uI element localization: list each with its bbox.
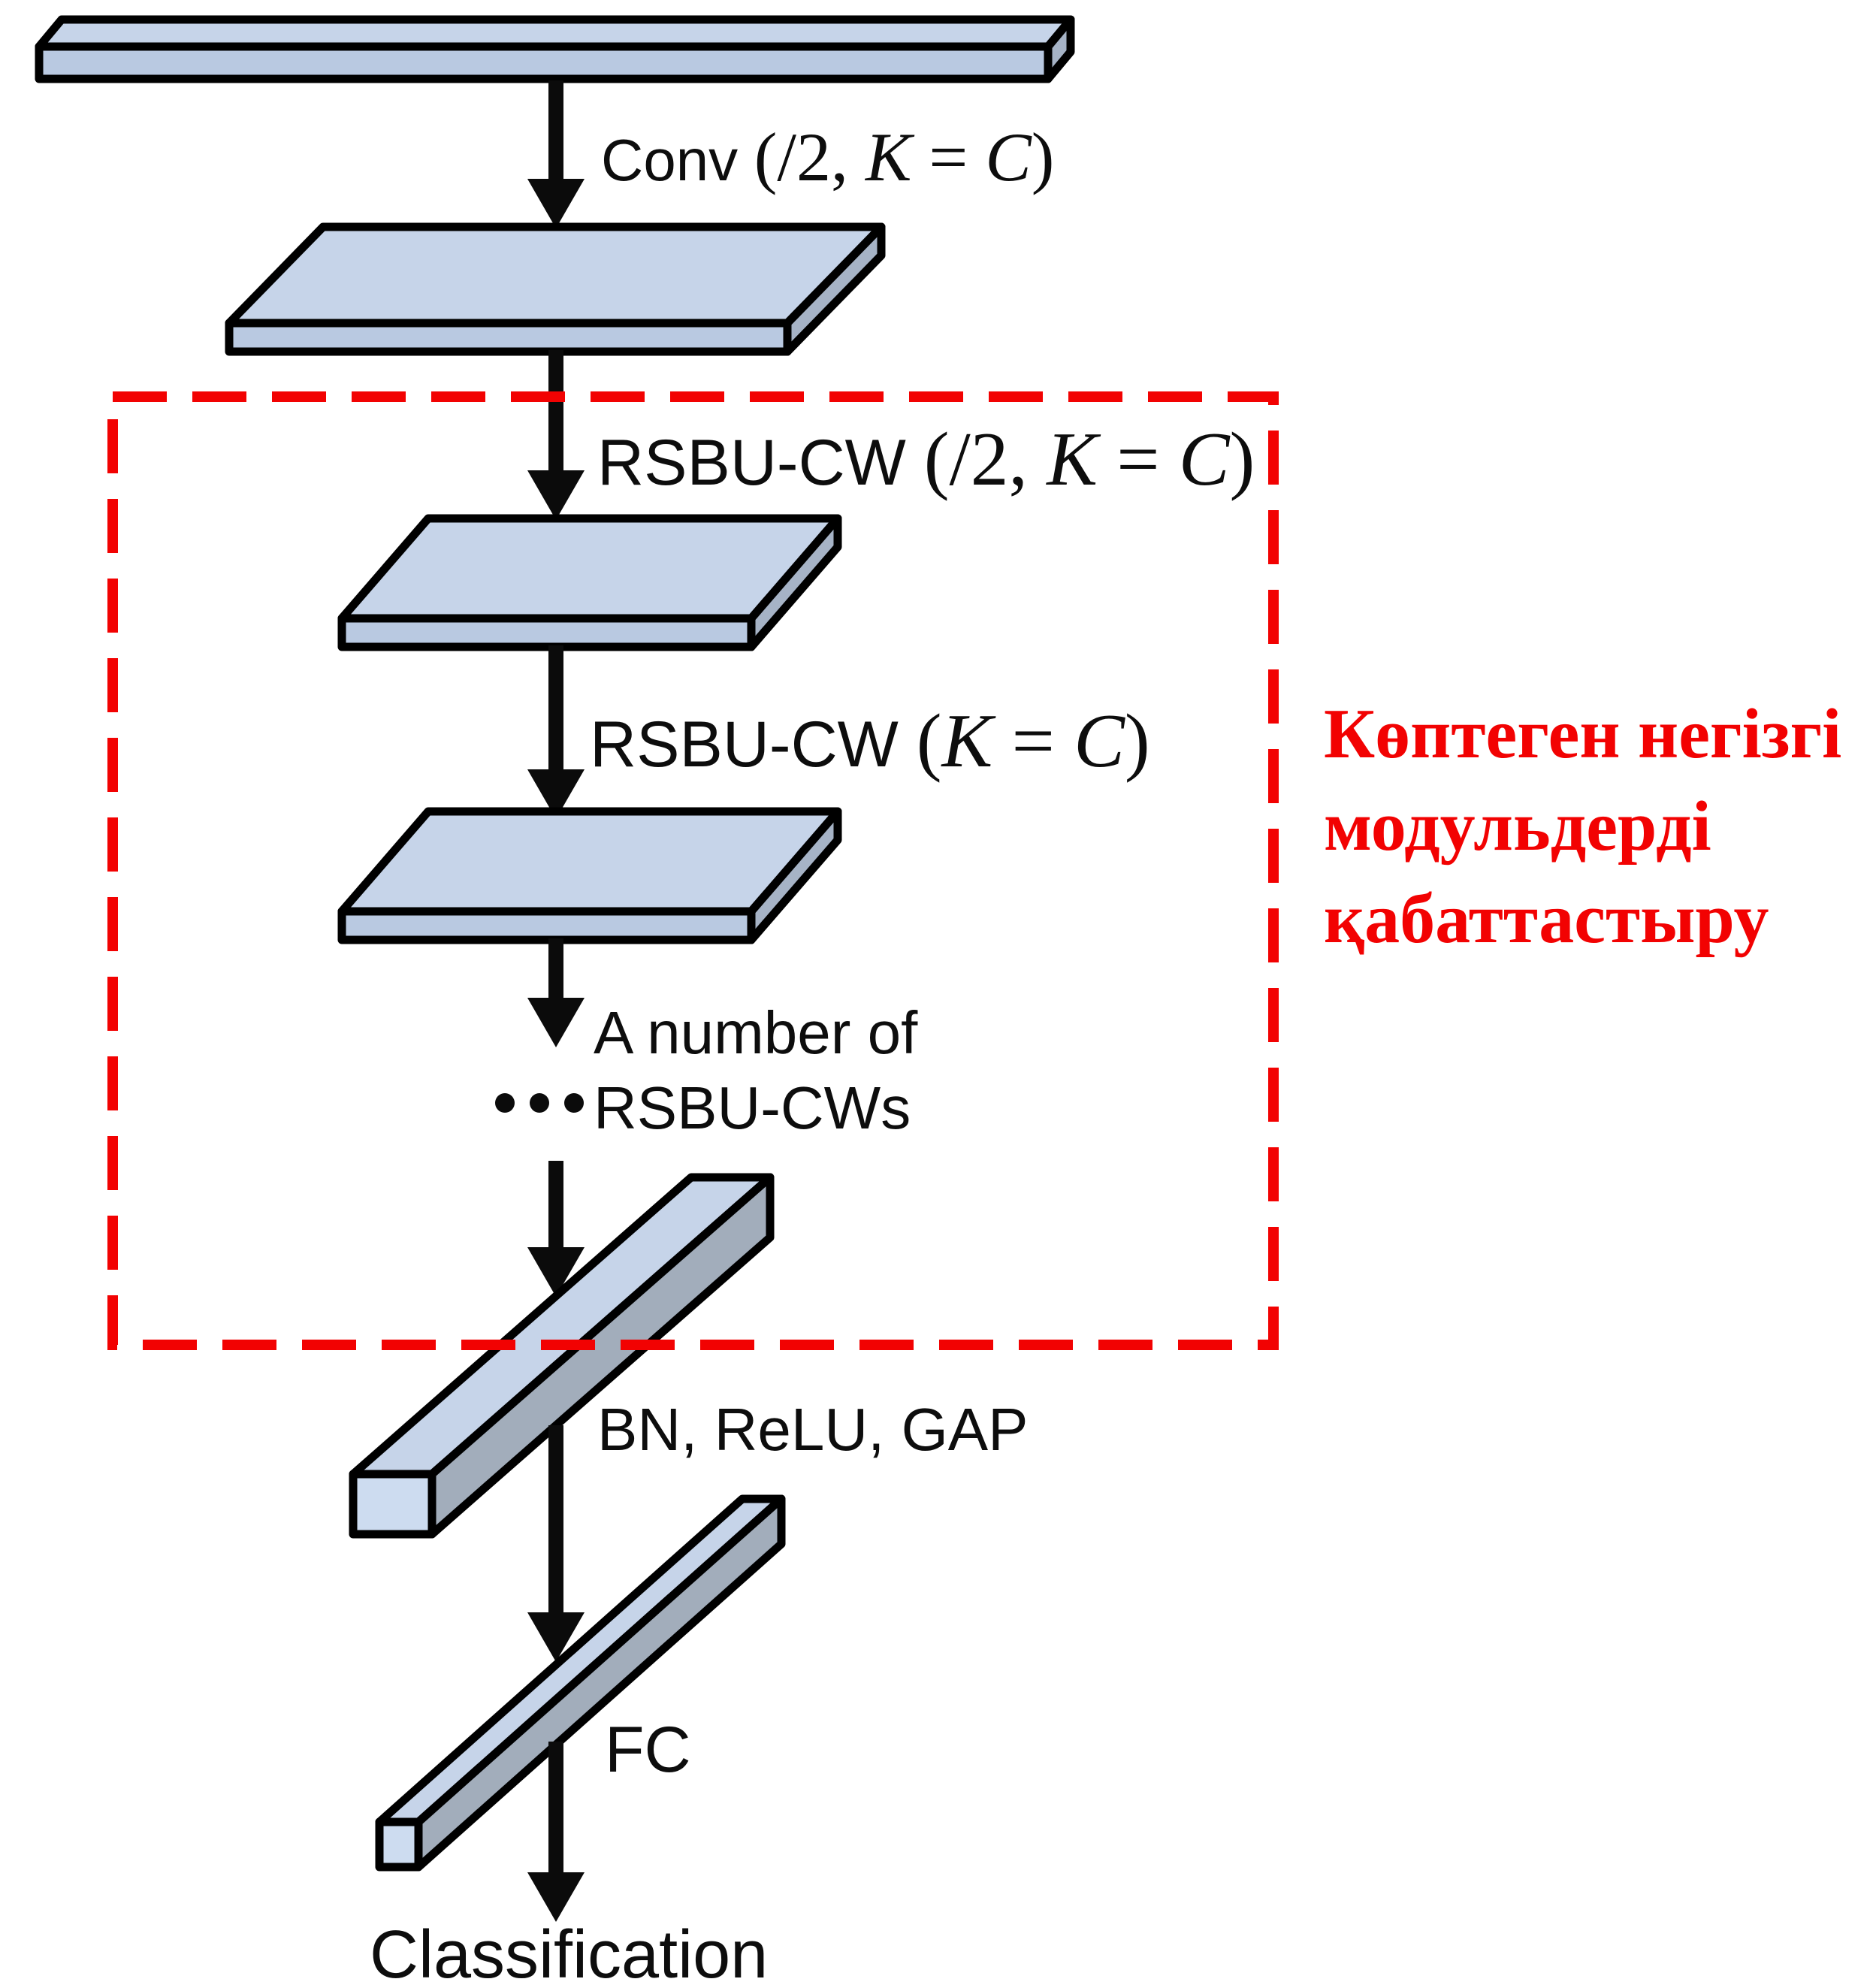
conv-label: Conv (/2, K = C): [601, 119, 1054, 195]
feature-map-rsbu1-front-face: [337, 614, 756, 651]
rsbu-cw-label: RSBU-CW (K = C): [590, 699, 1150, 783]
rsbu-cw-downsample-arrow: [527, 350, 585, 520]
input-signal-bar: [35, 15, 1075, 83]
conv-arrow: [527, 80, 585, 228]
arrow-down-icon: [527, 1872, 585, 1922]
gap-vector-end-cap: [375, 1817, 423, 1872]
classification-label: Classification: [370, 1917, 768, 1988]
feature-vector-bar: [349, 1173, 775, 1539]
ellipsis-icon: [495, 1093, 584, 1113]
arrow-down-icon: [527, 1612, 585, 1662]
arrow-down-icon: [527, 179, 585, 228]
arrow-down-icon: [527, 769, 585, 819]
bn-relu-gap-label: BN, ReLU, GAP: [597, 1396, 1029, 1463]
feature-map-rsbu2-front-face: [337, 907, 756, 944]
arrow-down-icon: [527, 1247, 585, 1297]
feature-map-rsbu-downsample: [337, 514, 842, 651]
stacked-modules-dashed-box: [107, 391, 1279, 1350]
feature-map-conv: [225, 222, 886, 356]
bn-relu-gap-arrow: [527, 1425, 585, 1662]
arrow-down-icon: [527, 470, 585, 520]
rsbu-cw-downsample-label: RSBU-CW (/2, K = C): [597, 417, 1255, 501]
gap-vector-side-face: [414, 1494, 786, 1872]
input-bar-front-face: [35, 42, 1053, 83]
stacking-note-line2: модульдерді: [1324, 787, 1711, 866]
feature-map-conv-top-face: [225, 222, 886, 328]
stack-arrow: [527, 938, 585, 1047]
stack-count-label-line2: RSBU-CWs: [594, 1074, 911, 1141]
feature-map-conv-front-face: [225, 319, 792, 356]
fc-arrow: [527, 1742, 585, 1922]
fc-label: FC: [605, 1714, 691, 1786]
stacking-note-line1: Көптеген негізгі: [1324, 695, 1841, 773]
arrow-down-icon: [527, 998, 585, 1047]
stacking-note-line3: қабаттастыру: [1324, 880, 1769, 958]
stack-count-label-line1: A number of: [594, 999, 918, 1066]
gap-output-vector-bar: [375, 1494, 786, 1872]
feature-vector-end-cap: [349, 1470, 437, 1539]
to-feature-vector-arrow: [527, 1161, 585, 1297]
stacking-note: Көптеген негізгі модульдерді қабаттастыр…: [1324, 695, 1841, 958]
rsbu-cw-arrow: [527, 645, 585, 819]
feature-map-rsbu: [337, 807, 842, 944]
